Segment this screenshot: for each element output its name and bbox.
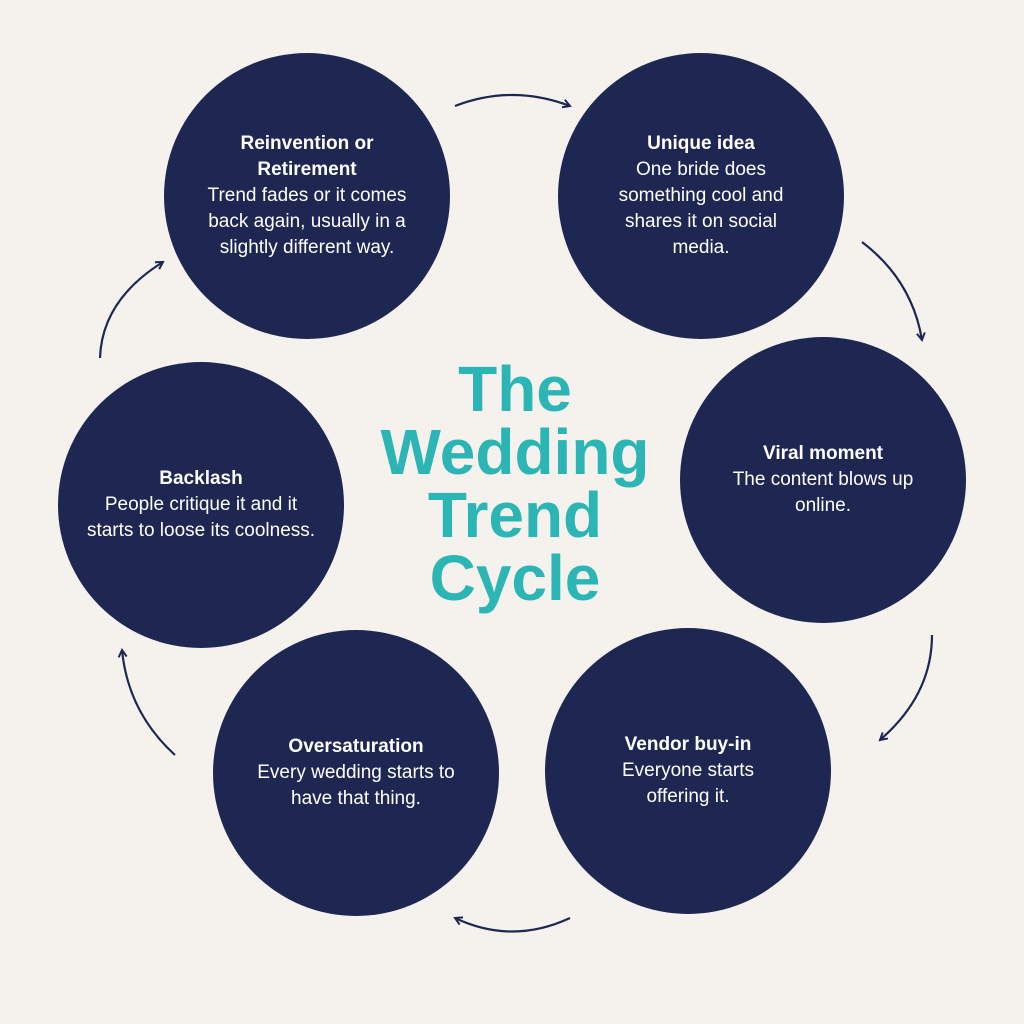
title-line: Trend	[427, 479, 603, 551]
stage-title: Viral moment	[762, 443, 884, 464]
title-line: Wedding	[380, 416, 650, 488]
stage-backlash: Backlash People critique it and it start…	[58, 362, 344, 648]
stage-body: One bride does something cool and shares…	[618, 159, 784, 258]
diagram-title: The Wedding Trend Cycle	[330, 353, 700, 614]
stage-body: Everyone starts offering it.	[622, 760, 754, 807]
arrow-vendor-to-oversaturation	[455, 918, 571, 933]
stage-title: Vendor buy-in	[624, 734, 752, 755]
stage-body: Trend fades or it comes back again, usua…	[207, 185, 407, 258]
title-line: The	[458, 353, 572, 425]
stage-title: Oversaturation	[288, 736, 424, 757]
stage-body: People critique it and it starts to loos…	[86, 494, 316, 541]
arrow-oversaturation-to-backlash	[122, 650, 176, 756]
title-line: Cycle	[429, 542, 601, 614]
stage-title: Unique idea	[647, 133, 755, 154]
stage-title: Reinvention or Retirement	[240, 133, 374, 180]
arrow-backlash-to-reinvention	[98, 262, 163, 359]
stage-unique-idea: Unique idea One bride does something coo…	[558, 53, 844, 339]
stage-title: Backlash	[159, 468, 243, 489]
stage-vendor-buy-in: Vendor buy-in Everyone starts offering i…	[545, 628, 831, 914]
stage-viral-moment: Viral moment The content blows up online…	[680, 337, 966, 623]
stage-body: Every wedding starts to have that thing.	[257, 762, 455, 809]
arrow-reinvention-to-unique	[454, 93, 570, 106]
stage-body: The content blows up online.	[732, 469, 914, 516]
stage-oversaturation: Oversaturation Every wedding starts to h…	[213, 630, 499, 916]
arrow-unique-to-viral	[861, 241, 922, 340]
stage-reinvention: Reinvention or Retirement Trend fades or…	[164, 53, 450, 339]
arrow-viral-to-vendor	[880, 634, 934, 740]
